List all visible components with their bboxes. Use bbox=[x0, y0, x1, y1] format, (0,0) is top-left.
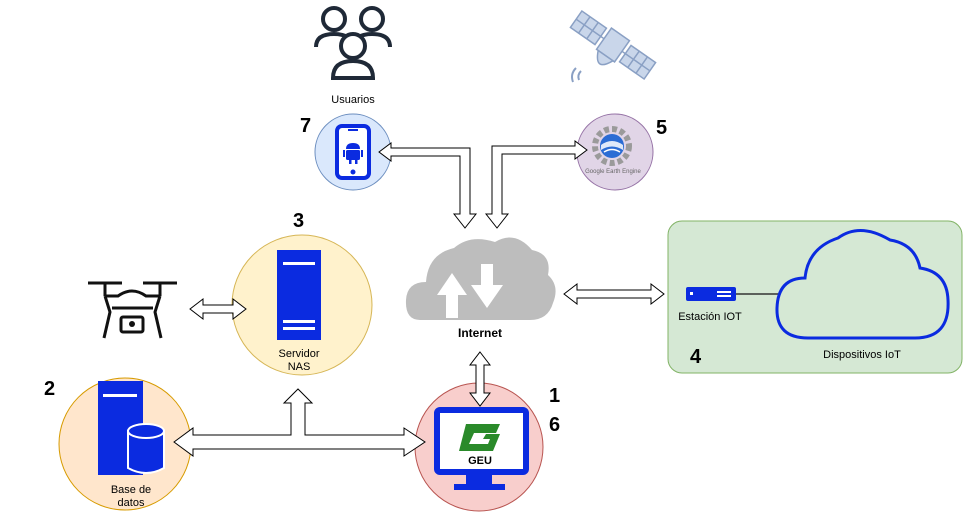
drone-icon bbox=[88, 281, 177, 339]
internet-cloud-icon bbox=[405, 237, 556, 320]
node-number-1: 1 bbox=[549, 385, 560, 407]
monitor-icon bbox=[434, 407, 529, 490]
node-number-4: 4 bbox=[690, 346, 702, 368]
database-label-1: Base de bbox=[111, 484, 151, 496]
iot-group bbox=[667, 220, 963, 374]
iot-devices-cloud-icon bbox=[775, 229, 950, 340]
users-icon bbox=[314, 6, 392, 80]
arrow-internet-geu bbox=[468, 351, 492, 407]
node-number-6: 6 bbox=[549, 414, 560, 436]
earth-engine-label: Google Earth Engine bbox=[585, 169, 641, 175]
internet-label: Internet bbox=[458, 326, 502, 340]
iot-station-icon bbox=[686, 287, 736, 301]
servidor-label-1: Servidor bbox=[279, 348, 320, 360]
arrow-drone-nas bbox=[189, 297, 247, 321]
database-label-2: datos bbox=[118, 497, 145, 509]
satellite-icon bbox=[569, 9, 657, 81]
servidor-label-2: NAS bbox=[288, 361, 311, 373]
server-icon bbox=[277, 250, 321, 340]
android-phone-icon bbox=[335, 124, 371, 180]
iot-station-label: Estación IOT bbox=[678, 311, 742, 323]
arrow-db-nas-geu bbox=[173, 388, 426, 457]
arrow-phone-internet bbox=[378, 142, 478, 229]
node-number-5: 5 bbox=[656, 117, 667, 139]
node-number-2: 2 bbox=[44, 378, 55, 400]
geu-label: GEU bbox=[468, 455, 492, 467]
usuarios-label: Usuarios bbox=[331, 94, 375, 106]
arrow-internet-iot bbox=[563, 282, 665, 306]
earth-engine-icon bbox=[592, 126, 632, 166]
arrow-gee-internet bbox=[484, 140, 588, 229]
database-icon bbox=[98, 381, 165, 475]
geu-logo-icon bbox=[459, 424, 500, 451]
iot-devices-label: Dispositivos IoT bbox=[823, 349, 901, 361]
node-number-3: 3 bbox=[293, 210, 304, 232]
node-number-7: 7 bbox=[300, 115, 311, 137]
